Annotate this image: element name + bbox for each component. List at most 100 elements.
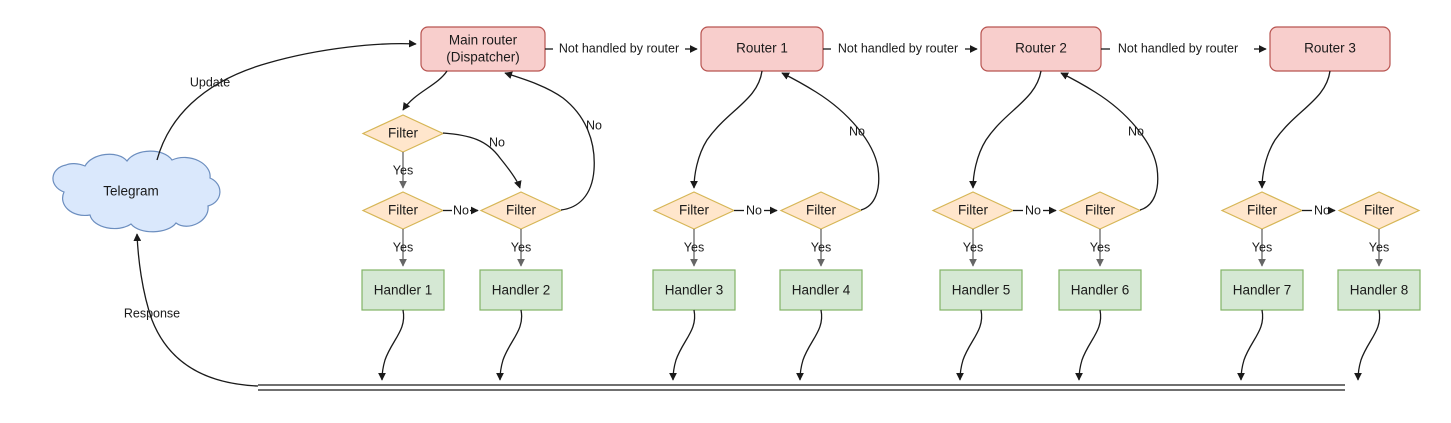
handler-node-6[interactable]: Handler 6 bbox=[1058, 269, 1142, 311]
edge-main-to-filter-1 bbox=[402, 70, 448, 111]
edge-response: Response bbox=[124, 233, 259, 387]
filter-7-label: Filter bbox=[1085, 203, 1116, 218]
edge-label-no-5: No bbox=[849, 124, 865, 138]
handler-node-3[interactable]: Handler 3 bbox=[652, 269, 736, 311]
edge-label-yes-3: Yes bbox=[511, 240, 531, 254]
edge-filter3-no-return: No bbox=[504, 71, 602, 211]
edge-label-yes-1: Yes bbox=[393, 163, 413, 177]
edge-filter2-no: No bbox=[443, 203, 479, 217]
edge-filter7-no-return: No bbox=[1060, 72, 1159, 211]
handler-node-1[interactable]: Handler 1 bbox=[361, 269, 445, 311]
filter-node-7[interactable]: Filter bbox=[1058, 191, 1142, 230]
edge-label-yes-4: Yes bbox=[684, 240, 704, 254]
edge-label-not-handled-2: Not handled by router bbox=[838, 41, 958, 55]
handler-node-8[interactable]: Handler 8 bbox=[1337, 269, 1421, 311]
handler-6-label: Handler 6 bbox=[1071, 283, 1130, 298]
edge-label-yes-6: Yes bbox=[963, 240, 983, 254]
filter-node-3[interactable]: Filter bbox=[479, 191, 563, 230]
router-node-main[interactable]: Main router (Dispatcher) bbox=[420, 26, 546, 72]
edge-router3-to-filter-8 bbox=[1258, 70, 1331, 189]
filter-3-label: Filter bbox=[506, 203, 537, 218]
filter-node-4[interactable]: Filter bbox=[652, 191, 736, 230]
handler-7-label: Handler 7 bbox=[1233, 283, 1292, 298]
edge-filter3-yes: Yes bbox=[511, 229, 531, 267]
edge-filter7-yes: Yes bbox=[1090, 229, 1110, 267]
response-bus bbox=[258, 384, 1345, 391]
handler-5-box bbox=[939, 269, 1023, 311]
edge-filter6-no: No bbox=[1013, 203, 1057, 217]
edge-filter4-yes: Yes bbox=[684, 229, 704, 267]
edge-label-no-1: No bbox=[489, 135, 505, 149]
edge-handler8-to-bus bbox=[1354, 309, 1381, 381]
edge-label-yes-9: Yes bbox=[1369, 240, 1389, 254]
edge-label-no-2: No bbox=[453, 203, 469, 217]
handler-node-4[interactable]: Handler 4 bbox=[779, 269, 863, 311]
router-main-label-line1: Main router bbox=[449, 33, 518, 48]
edge-router2-to-filter-6 bbox=[969, 70, 1042, 189]
edge-filter2-yes: Yes bbox=[393, 229, 413, 267]
telegram-cloud-node[interactable]: Telegram bbox=[52, 150, 221, 233]
edge-filter1-no: No bbox=[442, 132, 522, 189]
edge-handler6-to-bus bbox=[1075, 309, 1102, 381]
edge-filter9-yes: Yes bbox=[1369, 229, 1389, 267]
filter-5-label: Filter bbox=[806, 203, 837, 218]
cloud-icon bbox=[52, 150, 221, 233]
edge-label-no-6: No bbox=[1025, 203, 1041, 217]
edge-not-handled-3: Not handled by router bbox=[1101, 41, 1267, 55]
edge-filter5-yes: Yes bbox=[811, 229, 831, 267]
edge-label-yes-5: Yes bbox=[811, 240, 831, 254]
edge-update: Update bbox=[156, 39, 417, 161]
edge-filter8-yes: Yes bbox=[1252, 229, 1272, 267]
edge-label-no-7: No bbox=[1128, 124, 1144, 138]
handler-node-7[interactable]: Handler 7 bbox=[1220, 269, 1304, 311]
handler-3-label: Handler 3 bbox=[665, 283, 724, 298]
filter-node-6[interactable]: Filter bbox=[931, 191, 1015, 230]
edge-not-handled-1: Not handled by router bbox=[545, 41, 698, 55]
edge-filter4-no: No bbox=[734, 203, 778, 217]
handler-5-label: Handler 5 bbox=[952, 283, 1011, 298]
edge-filter8-no: No bbox=[1302, 203, 1336, 217]
edge-handler2-to-bus bbox=[496, 309, 523, 381]
handler-7-box bbox=[1220, 269, 1304, 311]
edge-label-no-3: No bbox=[586, 118, 602, 132]
edge-handler7-to-bus bbox=[1237, 309, 1264, 381]
edge-filter5-no-return: No bbox=[781, 72, 880, 211]
edge-handler4-to-bus bbox=[796, 309, 823, 381]
handler-2-box bbox=[479, 269, 563, 311]
edge-handler1-to-bus bbox=[378, 309, 405, 381]
handler-node-5[interactable]: Handler 5 bbox=[939, 269, 1023, 311]
filter-1-label: Filter bbox=[388, 126, 419, 141]
filter-9-label: Filter bbox=[1364, 203, 1395, 218]
handler-8-box bbox=[1337, 269, 1421, 311]
edge-label-no-8: No bbox=[1314, 203, 1330, 217]
edge-label-not-handled-3: Not handled by router bbox=[1118, 41, 1238, 55]
router-1-label: Router 1 bbox=[736, 41, 788, 56]
filter-node-8[interactable]: Filter bbox=[1220, 191, 1304, 230]
router-node-1[interactable]: Router 1 bbox=[700, 26, 824, 72]
edge-label-no-4: No bbox=[746, 203, 762, 217]
filter-2-label: Filter bbox=[388, 203, 419, 218]
telegram-label: Telegram bbox=[103, 184, 159, 199]
edge-label-yes-8: Yes bbox=[1252, 240, 1272, 254]
router-node-3[interactable]: Router 3 bbox=[1269, 26, 1391, 72]
filter-node-9[interactable]: Filter bbox=[1337, 191, 1421, 230]
router-main-label-line2: (Dispatcher) bbox=[446, 50, 520, 65]
handler-4-label: Handler 4 bbox=[792, 283, 851, 298]
filter-6-label: Filter bbox=[958, 203, 989, 218]
filter-node-1[interactable]: Filter bbox=[361, 114, 445, 153]
router-3-label: Router 3 bbox=[1304, 41, 1356, 56]
handler-node-2[interactable]: Handler 2 bbox=[479, 269, 563, 311]
handler-1-box bbox=[361, 269, 445, 311]
edge-label-yes-7: Yes bbox=[1090, 240, 1110, 254]
handler-6-box bbox=[1058, 269, 1142, 311]
edge-label-not-handled-1: Not handled by router bbox=[559, 41, 679, 55]
filter-node-2[interactable]: Filter bbox=[361, 191, 445, 230]
edge-not-handled-2: Not handled by router bbox=[823, 41, 978, 55]
router-node-2[interactable]: Router 2 bbox=[980, 26, 1102, 72]
edge-filter6-yes: Yes bbox=[963, 229, 983, 267]
filter-4-label: Filter bbox=[679, 203, 710, 218]
filter-node-5[interactable]: Filter bbox=[779, 191, 863, 230]
handler-2-label: Handler 2 bbox=[492, 283, 551, 298]
